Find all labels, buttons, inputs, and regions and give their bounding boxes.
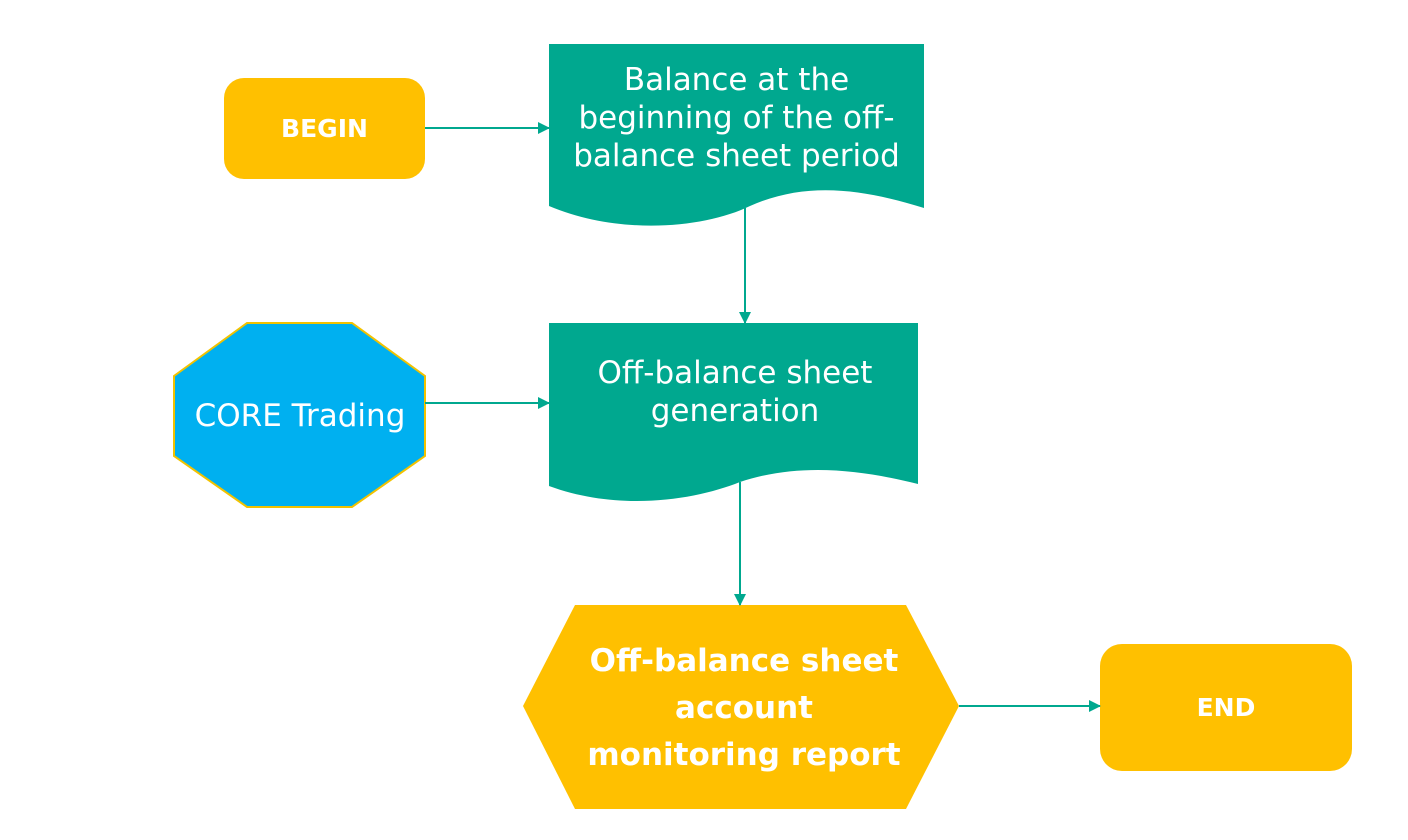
- begin-label-box: BEGIN: [224, 78, 425, 179]
- end-label: END: [1196, 693, 1256, 722]
- core-trading-octagon: [173, 322, 426, 508]
- generation-label: Off-balance sheet generation: [597, 355, 873, 429]
- report-hexagon: [523, 605, 959, 809]
- report-label: Off-balance sheet account monitoring rep…: [587, 642, 901, 773]
- core-trading-label: CORE Trading: [194, 398, 406, 434]
- begin-label: BEGIN: [281, 114, 368, 143]
- begin-terminal-shape: [224, 78, 425, 179]
- generation-document-shape: [549, 323, 918, 502]
- core-trading-label-box: CORE Trading: [178, 380, 422, 452]
- balance-begin-label: Balance at the beginning of the off-bala…: [573, 61, 900, 174]
- report-label-box: Off-balance sheet account monitoring rep…: [585, 613, 903, 803]
- balance-label-box: Balance at the beginning of the off-bala…: [570, 50, 903, 185]
- end-terminal-shape: [1100, 644, 1352, 771]
- generation-label-box: Off-balance sheet generation: [575, 350, 895, 434]
- balance-document-shape: [549, 44, 924, 226]
- end-label-box: END: [1100, 644, 1352, 771]
